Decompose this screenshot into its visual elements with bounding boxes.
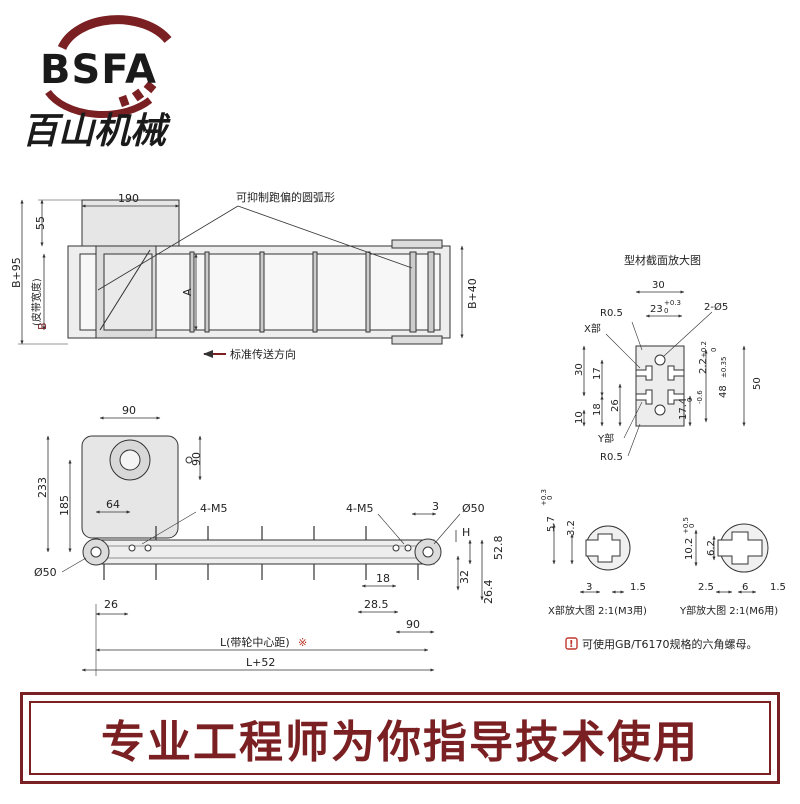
sec-d23-tol2: 0 [664, 307, 668, 315]
dim-190: 190 [118, 192, 139, 205]
side-d64: 64 [106, 498, 120, 511]
side-l52: L+52 [246, 656, 275, 669]
side-d90v: 90 [190, 452, 203, 466]
sec-y-part: Y部 [597, 432, 614, 445]
sec-r05-bot: R0.5 [600, 452, 623, 463]
note-arc: 可抑制跑偏的圆弧形 [236, 190, 335, 204]
sec-d174: 17.4 [678, 398, 689, 420]
note-text: 可使用GB/T6170规格的六角螺母。 [582, 637, 758, 651]
side-d528: 52.8 [492, 536, 505, 561]
gear-teeth-icon [118, 80, 157, 108]
dx-d57-tol2: 0 [546, 496, 554, 500]
sec-d23-tol: +0.3 [664, 299, 681, 307]
side-l-mark: ※ [298, 636, 307, 649]
top-view-labels: 190 55 B+95 B (皮带宽度) A B+40 可抑制跑偏的圆弧形 标准… [10, 190, 479, 361]
side-l-label: L(带轮中心距) [220, 635, 290, 649]
sec-x-part: X部 [584, 322, 601, 335]
note: ! 可使用GB/T6170规格的六角螺母。 [565, 637, 758, 651]
detail-x-labels: 5.7 +0.3 0 3.2 3 1.5 X部放大图 2:1(M3用) [540, 489, 647, 617]
dim-b40: B+40 [466, 278, 479, 309]
side-m5-right: 4-M5 [346, 502, 373, 515]
side-view-labels: 90 90 233 185 64 4-M5 4-M5 3 Ø50 H Ø50 5… [34, 404, 505, 669]
side-cleats [103, 526, 419, 580]
side-d90: 90 [122, 404, 136, 417]
dy-d62: 6.2 [706, 540, 717, 556]
side-m5-left: 4-M5 [200, 502, 227, 515]
belt-cleats [189, 251, 435, 333]
dim-b: B [36, 322, 49, 330]
sec-d30v: 30 [574, 363, 585, 376]
detail-x [552, 523, 631, 594]
brand-logo: BSFA 百山机械 [22, 15, 172, 152]
dx-d57: 5.7 [546, 516, 557, 532]
dy-d102-tol2: 0 [688, 524, 696, 528]
dx-d57-tol: +0.3 [540, 489, 548, 506]
section-title: 型材截面放大图 [624, 253, 701, 267]
side-d3: 3 [432, 500, 439, 513]
belt-body [93, 539, 435, 565]
sec-d174-tol: 0 [686, 398, 694, 402]
sec-d174-tol2: -0.6 [696, 390, 704, 404]
side-d18: 18 [376, 572, 390, 585]
gear-arc-lower [45, 89, 153, 119]
sec-d30: 30 [652, 280, 665, 291]
side-view [46, 416, 484, 676]
dx-d15: 1.5 [630, 582, 646, 593]
side-d285: 28.5 [364, 598, 389, 611]
sec-d22: 2.2 [698, 358, 709, 374]
side-d26: 26 [104, 598, 118, 611]
sec-r05-top: R0.5 [600, 308, 623, 319]
dx-d3: 3 [586, 582, 592, 593]
logo-name-cn: 百山机械 [22, 111, 171, 152]
side-d90b: 90 [406, 618, 420, 631]
sec-d10: 10 [574, 411, 585, 424]
dim-b-note: (皮带宽度) [30, 278, 43, 326]
dim-b95: B+95 [10, 257, 23, 288]
sec-d26: 26 [610, 399, 621, 412]
sec-d48-tol: ±0.35 [720, 357, 728, 378]
profile-section [582, 290, 746, 457]
warning-icon [565, 637, 578, 650]
dx-caption: X部放大图 2:1(M3用) [548, 604, 647, 617]
dy-d102-tol: +0.5 [682, 517, 690, 534]
sec-d22-tol: +0.2 [700, 341, 708, 358]
dy-d6: 6 [742, 582, 748, 593]
dx-d32: 3.2 [566, 520, 577, 536]
sec-d23: 23 [650, 304, 663, 315]
dy-d15: 1.5 [770, 582, 786, 593]
sec-d18: 18 [592, 403, 603, 416]
sec-d17: 17 [592, 367, 603, 380]
side-d32: 32 [458, 570, 471, 584]
sec-d22-tol2: 0 [710, 348, 718, 352]
side-d233: 233 [36, 477, 49, 498]
side-phi50-r: Ø50 [462, 502, 485, 515]
direction-label: 标准传送方向 [230, 347, 296, 361]
logo-brand-text: BSFA [40, 47, 157, 93]
side-h: H [462, 526, 470, 539]
side-phi50-l: Ø50 [34, 566, 57, 579]
bottom-banner: 专业工程师为你指导技术使用 [20, 692, 780, 784]
sec-d50: 50 [752, 377, 763, 390]
dy-d25: 2.5 [698, 582, 714, 593]
detail-y [694, 523, 769, 594]
sec-phi5: 2-Ø5 [704, 301, 728, 313]
svg-text:!: ! [569, 639, 574, 650]
dim-a: A [181, 288, 194, 296]
side-d185: 185 [58, 495, 71, 516]
motor-block [81, 199, 180, 247]
gear-arc-icon [57, 15, 172, 51]
dim-55: 55 [34, 216, 47, 230]
side-d264: 26.4 [482, 580, 495, 605]
sec-d48: 48 [718, 385, 729, 398]
detail-y-labels: 10.2 +0.5 0 6.2 2.5 6 1.5 Y部放大图 2:1(M6用) [679, 517, 786, 617]
banner-text: 专业工程师为你指导技术使用 [101, 717, 699, 768]
dy-d102: 10.2 [684, 538, 695, 560]
profile-section-labels: 型材截面放大图 30 23 +0.3 0 R0.5 2-Ø5 X部 30 17 … [574, 253, 763, 463]
top-view [18, 199, 464, 358]
dy-caption: Y部放大图 2:1(M6用) [679, 604, 778, 617]
bottom-banner-inner: 专业工程师为你指导技术使用 [29, 701, 771, 775]
